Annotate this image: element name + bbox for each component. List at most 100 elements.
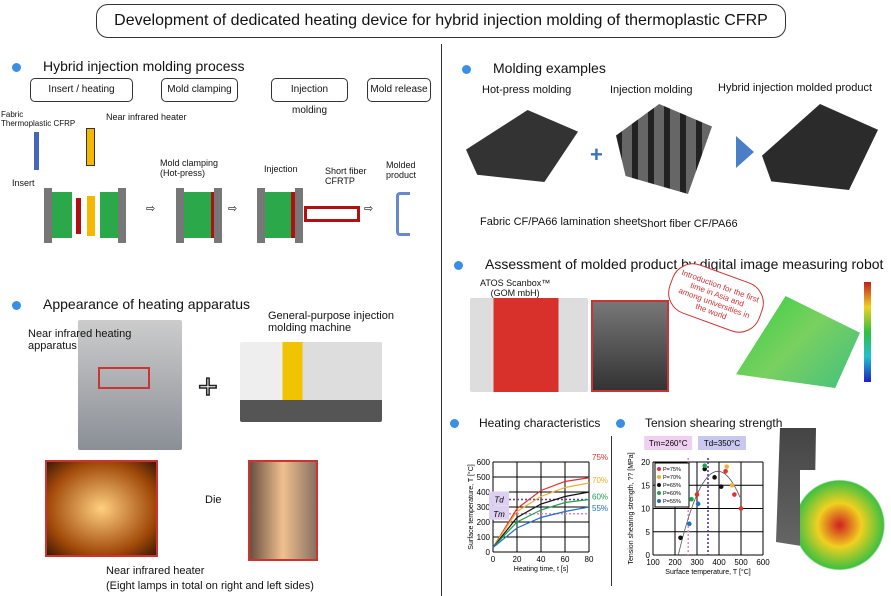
arrow-icon: ⇨: [364, 203, 374, 215]
x-tick-label: 200: [668, 558, 682, 567]
threshold-label: Td=350°C: [704, 439, 741, 448]
data-point: [724, 464, 729, 469]
heater-bar: [86, 128, 95, 166]
heater-note: (Eight lamps in total on right and left …: [106, 580, 314, 592]
legend-marker: [657, 483, 661, 487]
legend-marker: [657, 499, 661, 503]
x-tick-label: 400: [712, 558, 726, 567]
heating-apparatus-label: Near infrared heating apparatus: [28, 328, 132, 352]
y-tick-label: 100: [477, 533, 491, 542]
legend-marker: [657, 491, 661, 495]
bullet-icon: [12, 62, 21, 72]
legend-label: P=60%: [663, 491, 681, 497]
injection-product: [616, 104, 712, 194]
step-insert-heating: Insert / heating: [30, 78, 133, 102]
scanbox-photo: [470, 298, 588, 392]
series-line: [492, 506, 590, 548]
series-line: [492, 498, 590, 548]
threshold-label: Td: [494, 496, 504, 505]
fabric-sheet: [76, 198, 81, 234]
fit-curve: [677, 470, 741, 556]
mold-half: [100, 192, 118, 238]
step-mold-clamping: Mold clamping: [161, 78, 238, 102]
mold-half: [52, 192, 72, 238]
plus-icon: +: [590, 142, 603, 167]
fabric-sheet: [34, 132, 39, 170]
y-tick-label: 0: [486, 548, 491, 557]
x-tick-label: 500: [734, 558, 748, 567]
hot-press-label: Hot-press molding: [482, 84, 572, 96]
fabric-label: Fabric Thermoplastic CFRP: [1, 110, 76, 128]
data-point: [689, 496, 694, 502]
bullet-icon: [450, 419, 459, 429]
threshold-badge: [644, 436, 693, 450]
series-label: 60%: [592, 493, 608, 502]
short-fiber-label: Short fiber CF/PA66: [640, 218, 738, 230]
legend-marker: [657, 467, 661, 471]
x-tick-label: 20: [513, 555, 522, 564]
y-tick-label: 600: [477, 458, 491, 467]
bullet-icon: [454, 260, 463, 270]
highlight-box: [98, 367, 150, 389]
threshold-badge: [698, 436, 746, 450]
mold-plate: [214, 188, 222, 243]
hybrid-product: [762, 104, 878, 190]
color-scale: [864, 282, 871, 382]
short-fiber-label: Short fiber CFRTP: [325, 166, 367, 186]
heating-heading: Heating characteristics: [450, 416, 600, 430]
y-tick-label: 200: [477, 518, 491, 527]
fem-result: [800, 470, 888, 580]
series-label: 55%: [592, 504, 608, 513]
data-point: [694, 492, 700, 497]
robot-photo: [591, 300, 669, 392]
series-label: 75%: [592, 453, 608, 462]
threshold-badge: [489, 505, 509, 520]
data-point: [718, 484, 724, 489]
injection-label: Injection molding: [610, 84, 693, 96]
y-tick-label: 500: [477, 473, 491, 482]
y-axis-label: Surface temperature, T [°C]: [467, 464, 475, 549]
y-tick-label: 5: [646, 528, 651, 537]
y-tick-label: 0: [646, 551, 651, 560]
closed-mold: [184, 192, 214, 238]
bullet-icon: [616, 419, 625, 429]
bullet-icon: [12, 300, 21, 310]
legend-label: P=70%: [663, 475, 681, 481]
threshold-badge: [489, 491, 509, 506]
injection-label: Injection: [264, 164, 298, 174]
machine-label: General-purpose injection molding machin…: [268, 310, 394, 334]
mold-plate: [176, 188, 184, 243]
closed-mold: [265, 192, 295, 238]
legend-marker: [657, 475, 661, 479]
heater-bar: [87, 196, 95, 236]
process-heading: Hybrid injection molding process: [12, 58, 245, 74]
mold-plate: [118, 188, 126, 243]
molded-label: Molded product: [386, 160, 417, 180]
hot-press-product: [466, 110, 578, 182]
y-axis-label: Tension shearing strength, ?? [MPa]: [628, 452, 635, 564]
x-tick-label: 0: [491, 555, 496, 564]
mold-plate: [295, 188, 303, 243]
legend-label: P=55%: [663, 499, 681, 505]
threshold-label: Tm=260°C: [649, 439, 688, 448]
arrow-icon: [736, 136, 754, 168]
step-injection-molding: Injection molding: [271, 78, 348, 116]
data-point: [702, 466, 707, 472]
hybrid-label: Hybrid injection molded product: [718, 82, 873, 94]
y-tick-label: 10: [641, 505, 650, 514]
data-point: [678, 535, 683, 541]
mold-plate: [257, 188, 265, 243]
arrow-icon: ⇨: [228, 203, 238, 215]
x-axis-label: Surface temperature, T [°C]: [665, 568, 750, 576]
legend-label: P=75%: [663, 467, 681, 473]
die-label: Die: [205, 494, 222, 506]
divider: [441, 44, 442, 596]
page-title: Development of dedicated heating device …: [96, 4, 786, 38]
y-tick-label: 20: [641, 458, 650, 467]
heater-label: Near infrared heater: [106, 565, 205, 577]
x-tick-label: 80: [585, 555, 594, 564]
data-point: [702, 463, 707, 469]
data-point: [729, 482, 735, 488]
assessment-heading: Assessment of molded product by digital …: [454, 256, 883, 272]
